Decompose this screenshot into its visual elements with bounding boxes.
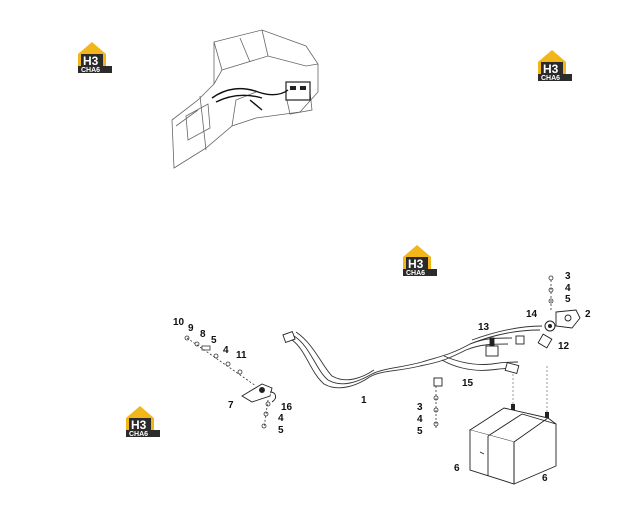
callout-15: 15 bbox=[462, 378, 474, 389]
svg-text:CHA6: CHA6 bbox=[541, 75, 560, 82]
fastener-stack bbox=[548, 275, 554, 310]
svg-text:H3: H3 bbox=[131, 418, 147, 432]
harness-overview bbox=[211, 87, 289, 111]
vehicle-frame-overview bbox=[171, 29, 319, 169]
callout-4: 4 bbox=[278, 413, 284, 424]
fastener-stack bbox=[184, 335, 271, 429]
leader-lines bbox=[512, 366, 548, 412]
callout-1: 1 bbox=[361, 395, 367, 406]
callout-8: 8 bbox=[200, 329, 206, 340]
callout-labels: 1 2 3 4 5 3 4 5 6 6 7 8 9 10 5 4 11 12 1… bbox=[173, 271, 591, 484]
fastener-stack bbox=[433, 386, 439, 428]
watermark-logo: H3 CHA6 bbox=[538, 50, 572, 82]
callout-5: 5 bbox=[278, 425, 284, 436]
callout-2: 2 bbox=[585, 309, 591, 320]
watermark-logo: H3 CHA6 bbox=[78, 42, 112, 74]
callout-5: 5 bbox=[565, 294, 571, 305]
svg-text:H3: H3 bbox=[543, 62, 559, 76]
callout-7: 7 bbox=[228, 400, 234, 411]
battery-terminal bbox=[511, 404, 549, 418]
callout-14: 14 bbox=[526, 309, 538, 320]
callout-5: 5 bbox=[417, 426, 423, 437]
callout-9: 9 bbox=[188, 323, 194, 334]
callout-4: 4 bbox=[223, 345, 229, 356]
callout-3: 3 bbox=[417, 402, 423, 413]
harness-connector bbox=[282, 330, 553, 387]
watermark-logo: H3 CHA6 bbox=[126, 406, 160, 438]
switch-knob bbox=[544, 320, 556, 332]
callout-13: 13 bbox=[478, 322, 490, 333]
main-harness bbox=[291, 325, 543, 389]
battery-switch-bracket bbox=[555, 309, 581, 329]
svg-text:CHA6: CHA6 bbox=[406, 270, 425, 277]
battery-overview bbox=[285, 81, 311, 101]
callout-16: 16 bbox=[281, 402, 293, 413]
ground-strap bbox=[241, 383, 277, 403]
callout-6: 6 bbox=[542, 473, 548, 484]
callout-5: 5 bbox=[211, 335, 217, 346]
battery-unit bbox=[468, 407, 557, 485]
callout-3: 3 bbox=[565, 271, 571, 282]
watermark-logo: H3 CHA6 bbox=[403, 245, 437, 277]
callout-4: 4 bbox=[565, 283, 571, 294]
svg-text:H3: H3 bbox=[408, 257, 424, 271]
svg-text:CHA6: CHA6 bbox=[129, 431, 148, 438]
terminal-clamp bbox=[485, 337, 499, 357]
svg-text:H3: H3 bbox=[83, 54, 99, 68]
callout-6: 6 bbox=[454, 463, 460, 474]
svg-text:CHA6: CHA6 bbox=[81, 67, 100, 74]
callout-4: 4 bbox=[417, 414, 423, 425]
callout-11: 11 bbox=[236, 350, 247, 361]
callout-12: 12 bbox=[558, 341, 570, 352]
callout-10: 10 bbox=[173, 317, 185, 328]
